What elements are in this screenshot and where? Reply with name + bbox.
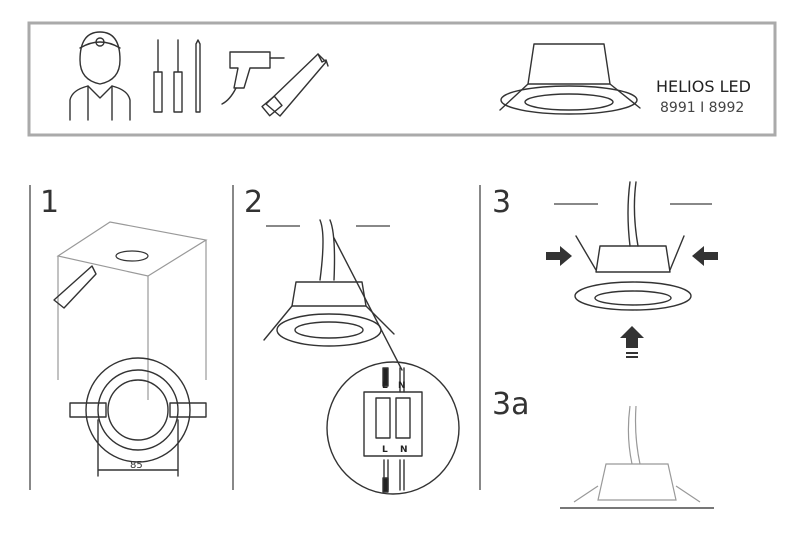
installer-icon (69, 31, 131, 121)
downlight-wiring-illustration (263, 219, 403, 371)
step-3a-number: 3a (492, 387, 529, 422)
product-name: HELIOS LED (656, 77, 751, 96)
terminal-block-detail (326, 361, 460, 495)
terminal-label-neutral-top: N (398, 381, 406, 391)
terminal-label-live-top: L (382, 381, 388, 391)
drill-icon (221, 51, 285, 105)
terminal-label-live-bottom: L (382, 445, 388, 455)
step-2-number: 2 (244, 185, 263, 220)
header-frame (27, 21, 777, 137)
lamp-top-view (69, 357, 207, 477)
screwdriver-icon (153, 39, 183, 113)
downlight-installed-illustration (560, 405, 714, 509)
step-3-number: 3 (492, 185, 511, 220)
saw-icon (53, 265, 97, 309)
downlight-lamp-icon (499, 43, 641, 115)
ceiling-cutout-illustration (56, 221, 208, 400)
terminal-label-neutral-bottom: N (400, 445, 408, 455)
push-arrow-icon (546, 246, 718, 358)
cutout-dimension-label: 85 (130, 460, 143, 471)
model-numbers: 8991 I 8992 (660, 100, 744, 116)
pencil-icon (195, 39, 201, 113)
step-1-number: 1 (40, 185, 59, 220)
downlight-insertion-illustration (574, 181, 692, 311)
saw-icon (261, 53, 329, 117)
